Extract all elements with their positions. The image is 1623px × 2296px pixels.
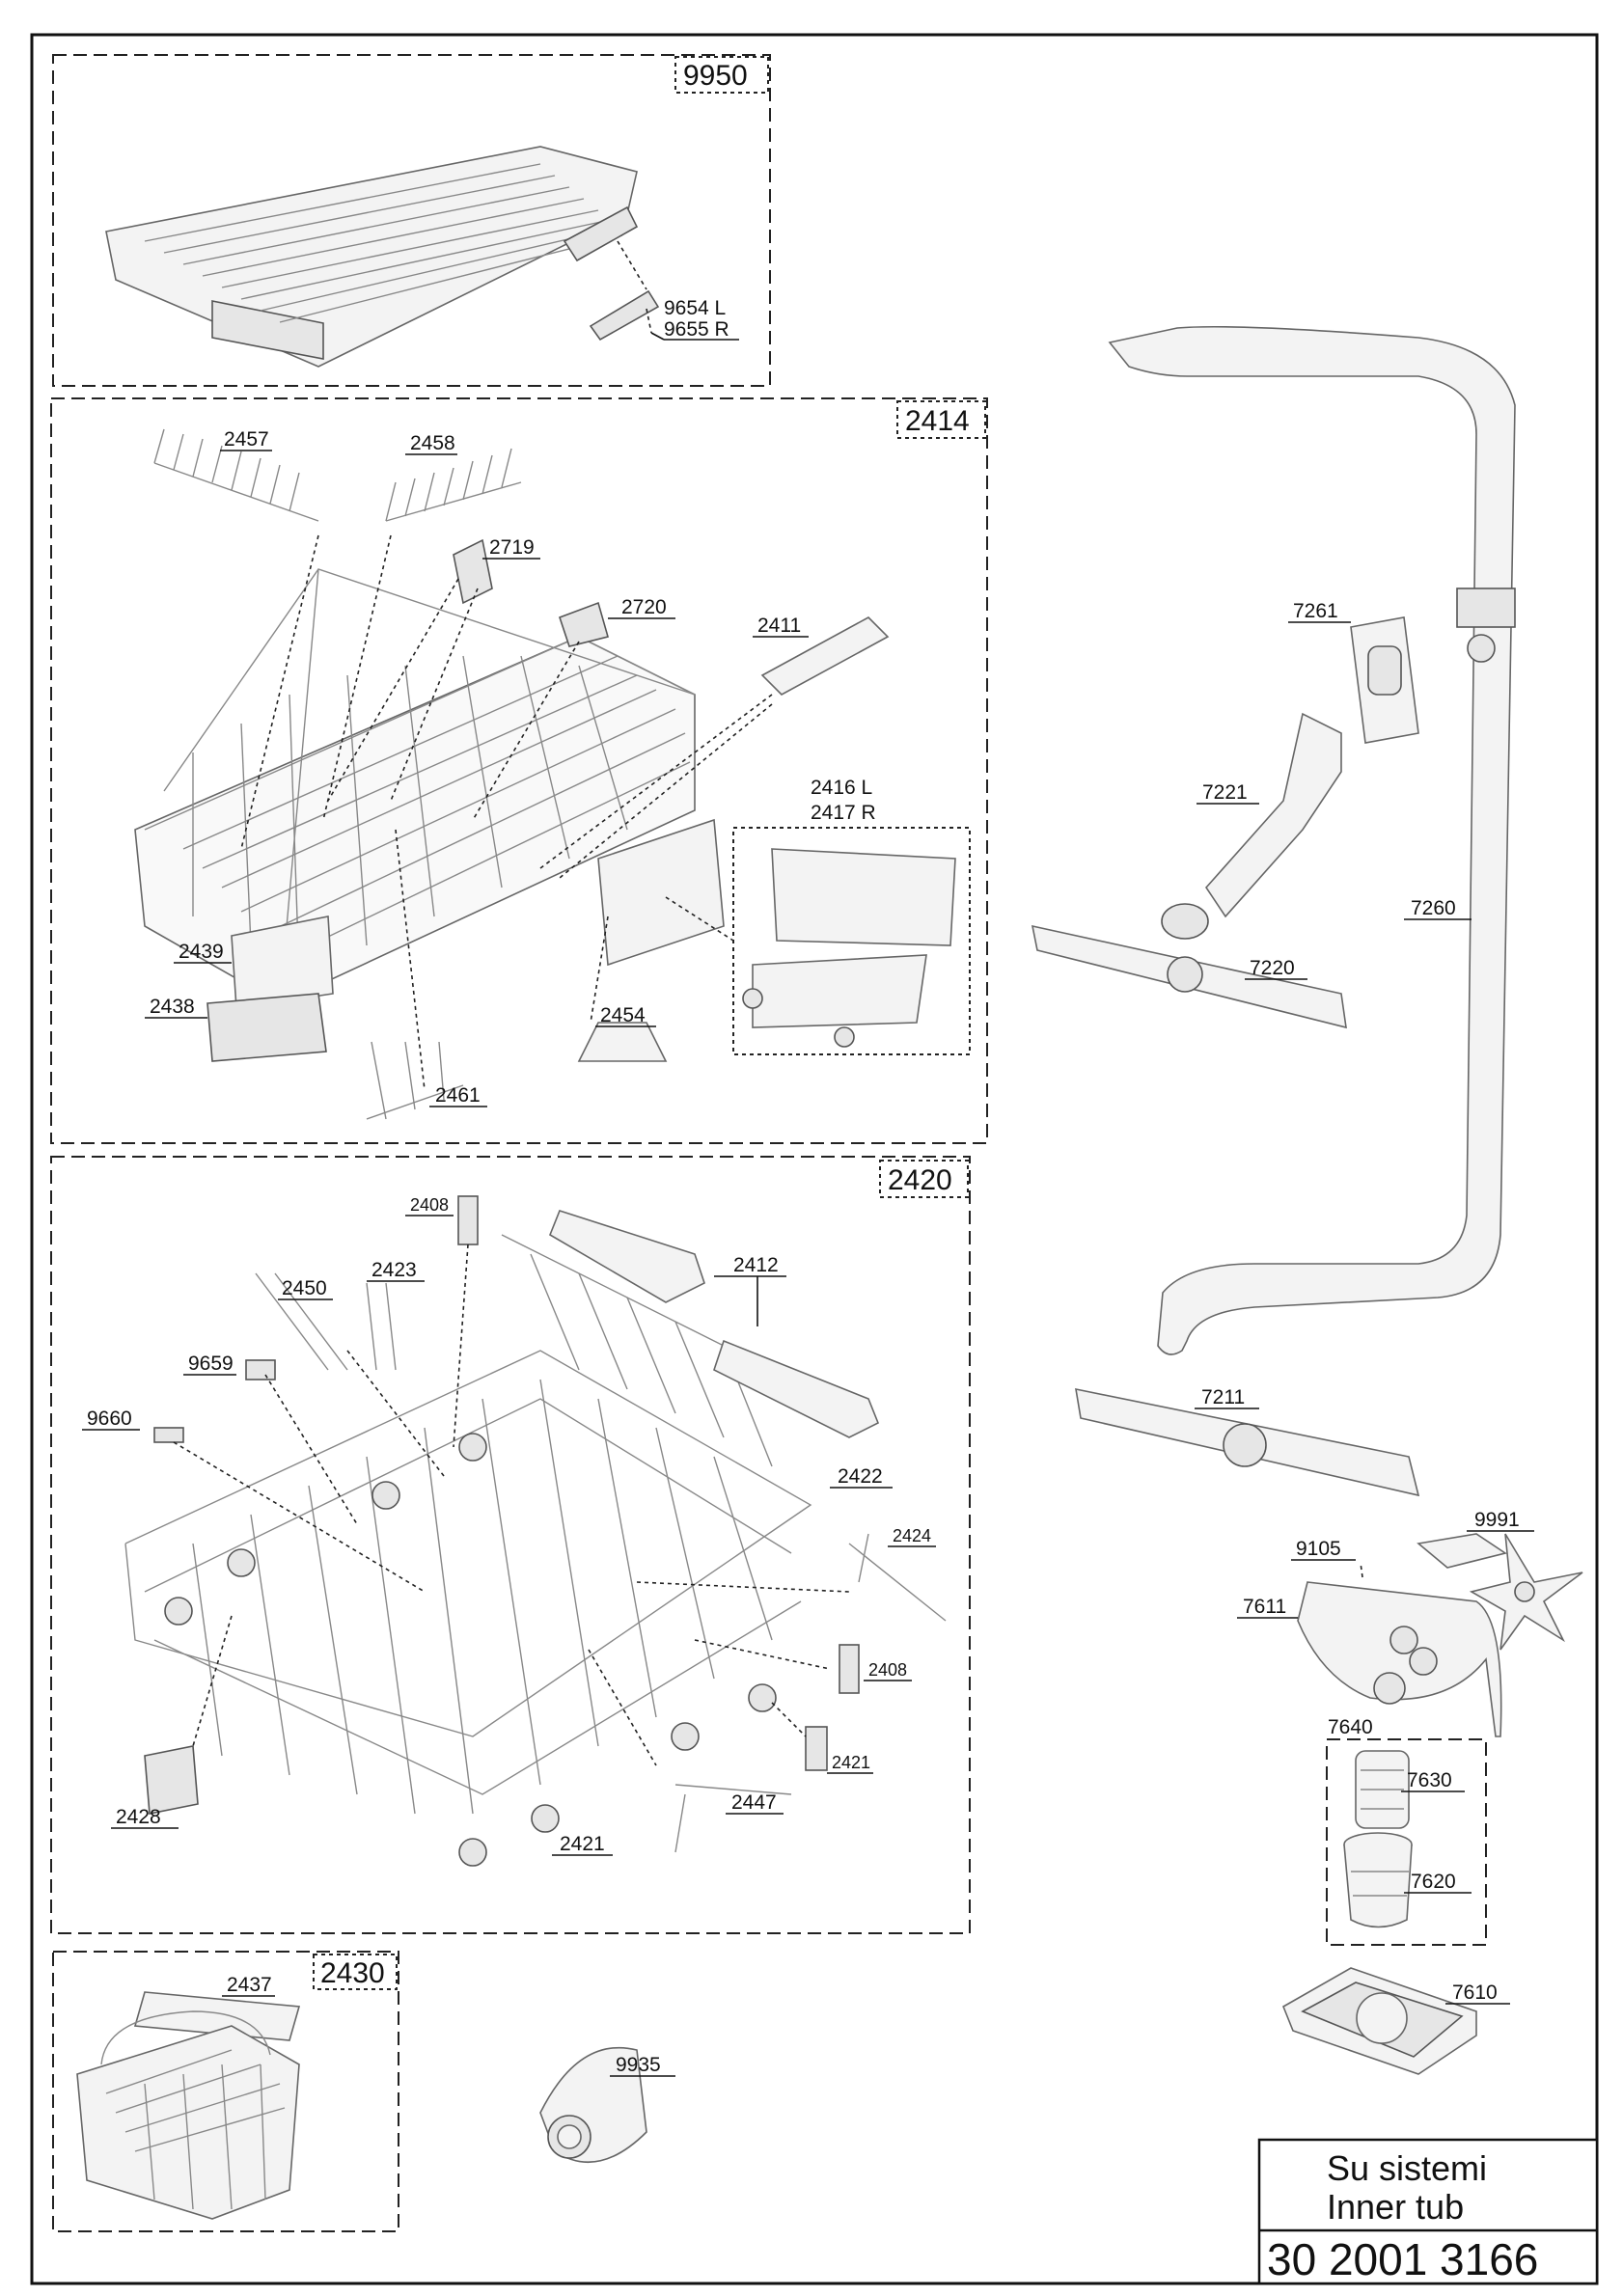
label-7640: 7640 (1328, 1716, 1373, 1738)
page-frame (30, 33, 1599, 2285)
group-tag-9950-box (674, 56, 769, 94)
part-7611-illustration (1297, 1581, 1502, 1737)
cutlery-basket-illustration (76, 1991, 301, 2220)
group-tag-2430-box (313, 1954, 398, 1990)
label-9659: 9659 (188, 1353, 234, 1375)
label-2439: 2439 (179, 941, 224, 963)
label-2412: 2412 (733, 1254, 779, 1276)
label-2423: 2423 (371, 1259, 417, 1281)
group-box-2430 (52, 1951, 399, 2232)
drawing-number: 30 2001 3166 (1267, 2234, 1538, 2284)
part-7221-illustration (1161, 712, 1342, 940)
label-2408-top: 2408 (410, 1195, 449, 1215)
label-2421-right: 2421 (832, 1753, 870, 1772)
label-7211: 7211 (1201, 1386, 1245, 1408)
group-tag-2430: 2430 (320, 1957, 385, 1989)
group-tag-9950: 9950 (683, 60, 748, 92)
part-9991-illustration (1417, 1533, 1583, 1651)
label-2458: 2458 (410, 432, 455, 454)
group-box-2420 (50, 1156, 971, 1934)
group-tag-2414: 2414 (905, 405, 970, 437)
spray-pipe-7260-illustration (1108, 325, 1516, 1355)
label-2417: 2417 R (811, 802, 876, 824)
cutlery-tray-illustration (105, 146, 660, 368)
spray-arm-7211-illustration (1075, 1387, 1420, 1497)
group-box-2414 (50, 397, 988, 1144)
lower-basket-illustration (124, 1195, 947, 1867)
label-2438: 2438 (150, 996, 195, 1018)
label-2447: 2447 (731, 1791, 777, 1814)
label-2720: 2720 (621, 596, 667, 618)
label-9655: 9655 R (664, 318, 729, 341)
title-line-2: Inner tub (1327, 2187, 1464, 2227)
label-2421-bottom: 2421 (560, 1833, 605, 1855)
label-9105: 9105 (1296, 1538, 1341, 1560)
label-2450: 2450 (282, 1277, 327, 1299)
label-7261: 7261 (1293, 600, 1338, 622)
upper-basket-illustration (134, 428, 971, 1120)
filter-7620-illustration (1343, 1832, 1413, 1928)
label-2457: 2457 (224, 428, 269, 451)
label-2428: 2428 (116, 1806, 161, 1828)
filter-7630-illustration (1355, 1750, 1410, 1829)
label-2719: 2719 (489, 536, 535, 559)
label-9654: 9654 L (664, 297, 726, 319)
label-2411: 2411 (757, 615, 801, 637)
label-7221: 7221 (1202, 781, 1248, 804)
label-2437: 2437 (227, 1974, 272, 1996)
group-box-9950 (52, 54, 771, 387)
label-2416: 2416 L (811, 777, 872, 799)
leader-9654 (617, 240, 647, 290)
label-9935: 9935 (616, 2054, 661, 2076)
label-2461: 2461 (435, 1084, 481, 1107)
title-block: Su sistemi Inner tub 30 2001 3166 (1257, 2138, 1599, 2285)
label-9660: 9660 (87, 1408, 132, 1430)
label-7260: 7260 (1411, 897, 1456, 919)
label-2422: 2422 (838, 1465, 883, 1488)
label-2408-bottom: 2408 (868, 1660, 907, 1680)
label-7620: 7620 (1411, 1871, 1456, 1893)
label-9991: 9991 (1474, 1509, 1520, 1531)
spray-arm-7220-illustration (1031, 924, 1347, 1029)
label-7630: 7630 (1407, 1769, 1452, 1791)
label-7611: 7611 (1243, 1596, 1286, 1618)
title-line-1: Su sistemi (1327, 2148, 1487, 2188)
part-7261-illustration (1350, 616, 1419, 744)
label-7610: 7610 (1452, 1982, 1498, 2004)
label-2424: 2424 (893, 1526, 931, 1545)
group-tag-2420: 2420 (888, 1164, 952, 1196)
micro-filter-7610-illustration (1281, 1967, 1477, 2075)
label-2454: 2454 (600, 1004, 646, 1026)
label-7220: 7220 (1250, 957, 1295, 979)
